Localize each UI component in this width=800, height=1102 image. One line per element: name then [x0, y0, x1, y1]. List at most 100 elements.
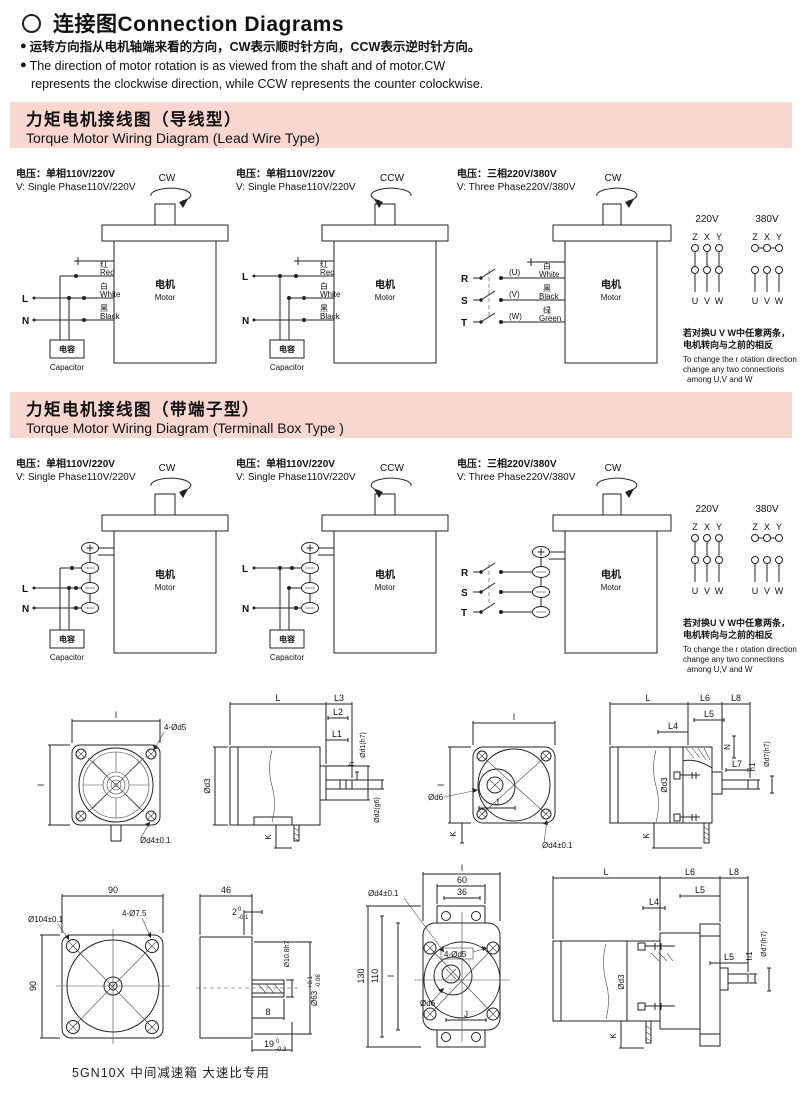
svg-text:change any two connections: change any two connections [683, 365, 784, 374]
capacitor-label-cn: 电容 [59, 344, 75, 354]
wire-red-cn: 红 [100, 259, 108, 269]
motor-label-en: Motor [601, 293, 622, 302]
dim-label-L5: L5 [695, 885, 705, 895]
dim-label-d6: Ød6 [428, 793, 444, 802]
dim-label-108: Ø10.8h7 [284, 940, 291, 967]
dim-label-d3: Ød3 [660, 777, 669, 793]
motor-label-cn: 电机 [155, 568, 175, 581]
motor-outline [321, 493, 449, 654]
wires [252, 274, 334, 340]
fan-circles [78, 747, 154, 823]
dim-label-L6: L6 [700, 693, 710, 703]
wiring-diagram-three-cw-lead: 电压：三相220V/380V V: Three Phase220V/380V C… [457, 167, 797, 384]
dim-label-L8: L8 [729, 867, 739, 877]
dim-label-90: 90 [108, 885, 118, 895]
svg-text:380V: 380V [755, 214, 779, 225]
ccw-arrow-icon [370, 187, 412, 208]
banner-title-cn: 力矩电机接线图（带端子型） [26, 401, 260, 419]
dim-label-4-d5: 4-Ød5 [444, 950, 467, 959]
dim-label-36: 36 [457, 887, 467, 897]
terminal-strip [532, 546, 565, 618]
circle-bullet-icon [22, 13, 41, 33]
svg-text:Z: Z [752, 522, 758, 532]
svg-text:+0.1: +0.1 [308, 975, 314, 988]
terminal-T: T [461, 318, 467, 329]
wiring-diagram-single-cw-lead: 电压：单相110V/220V V: Single Phase110V/220V … [16, 167, 229, 372]
terminal-block-220v: 220V Z X Y U V W [691, 504, 724, 596]
motor-label-cn: 电机 [601, 568, 621, 581]
dim-label-K: K [642, 833, 651, 839]
drawing-motor-side-view: Ød3 L L3 L2 L1 h Ød1(h7) Ød2(g6) K [203, 693, 384, 849]
rotation-note: 若对换U V W中任意两条， 电机转向与之前的相反 To change the … [682, 617, 797, 674]
terminal-N: N [242, 604, 249, 615]
wires [32, 274, 114, 340]
ground-symbol [527, 258, 565, 266]
svg-text:among U,V and W: among U,V and W [687, 375, 753, 384]
wire-black-en: Black [100, 312, 121, 321]
dim-label-h1: h1 [745, 951, 754, 960]
dim-label-L8: L8 [731, 693, 741, 703]
dim-label-110: 110 [370, 969, 380, 983]
voltage-label-en: V: Single Phase110V/220V [236, 472, 356, 483]
phase-W: (W) [509, 312, 522, 321]
drawing-gearmotor-flange-side: L L6 L8 L5 L4 L5 h1 Ød7(h7) Ød3 K [552, 867, 771, 1049]
terminal-block-380v: 380V Z X Y U V W [751, 214, 784, 306]
dim-label-L: L [603, 867, 608, 877]
dim-label-130: 130 [356, 968, 366, 983]
svg-text:V: V [704, 586, 710, 596]
capacitor [269, 629, 305, 649]
motor-label-cn: 电机 [375, 568, 395, 581]
dim-label-d7: Ød7(h7) [761, 931, 768, 957]
dim-label-46: 46 [221, 885, 231, 895]
dim-label-90: 90 [28, 981, 38, 991]
svg-text:W: W [715, 296, 724, 306]
terminal-L: L [242, 272, 248, 283]
capacitor [49, 339, 85, 359]
svg-text:U: U [692, 296, 699, 306]
switch-wires [473, 268, 565, 324]
dim-label-L4: L4 [649, 897, 659, 907]
page-title: 连接图Connection Diagrams [53, 13, 345, 36]
rotation-label: CW [159, 173, 176, 184]
wires [252, 566, 302, 630]
wiring-diagram-single-ccw-terminal: 电压：单相110V/220V V: Single Phase110V/220V … [236, 457, 449, 662]
dim-label-d2: Ød2(g6) [374, 797, 381, 823]
dim-label-d4: Ød4±0.1 [542, 841, 573, 850]
switch-wires [473, 562, 533, 614]
dim-label-2: 2 [232, 907, 237, 917]
svg-text:Y: Y [716, 522, 722, 532]
voltage-label-cn: 电压：单相110V/220V [236, 457, 335, 470]
dim-label-8: 8 [265, 1007, 270, 1017]
dim-label-L2: L2 [333, 707, 343, 717]
ground-symbol [74, 257, 114, 265]
terminal-L: L [242, 564, 248, 575]
wiring-diagram-single-ccw-lead: 电压：单相110V/220V V: Single Phase110V/220V … [236, 167, 449, 372]
capacitor-label-cn: 电容 [279, 344, 295, 354]
cw-arrow-icon [150, 477, 192, 498]
wire-white-en: White [320, 290, 341, 299]
dim-label-d1: Ød1(h7) [360, 732, 367, 758]
bullet-dot-icon: ● [20, 58, 27, 71]
terminal-strip [81, 542, 114, 614]
capacitor-label-cn: 电容 [279, 634, 295, 644]
wire-black-cn: 黑 [320, 304, 328, 313]
dim-label-4-d5: 4-Ød5 [164, 723, 187, 732]
dim-label-L: L [645, 693, 650, 703]
banner-title-cn: 力矩电机接线图（导线型） [26, 111, 242, 129]
lead-wire [703, 822, 710, 844]
page-header: 连接图Connection Diagrams [22, 8, 344, 38]
motor-label-cn: 电机 [155, 278, 175, 291]
wire-white-cn: 白 [320, 281, 328, 291]
section-banner-lead-wire: 力矩电机接线图（导线型） Torque Motor Wiring Diagram… [10, 102, 792, 148]
svg-text:U: U [752, 586, 759, 596]
motor-label-en: Motor [601, 583, 622, 592]
motor-label-cn: 电机 [375, 278, 395, 291]
terminal-block-380v: 380V Z X Y U V W [751, 504, 784, 596]
svg-text:V: V [704, 296, 710, 306]
svg-text:To change the r otation direct: To change the r otation direction [683, 645, 797, 654]
dim-label-K: K [264, 834, 273, 840]
capacitor-label-en: Capacitor [50, 653, 85, 662]
capacitor [49, 629, 85, 649]
svg-text:among U,V and W: among U,V and W [687, 665, 753, 674]
